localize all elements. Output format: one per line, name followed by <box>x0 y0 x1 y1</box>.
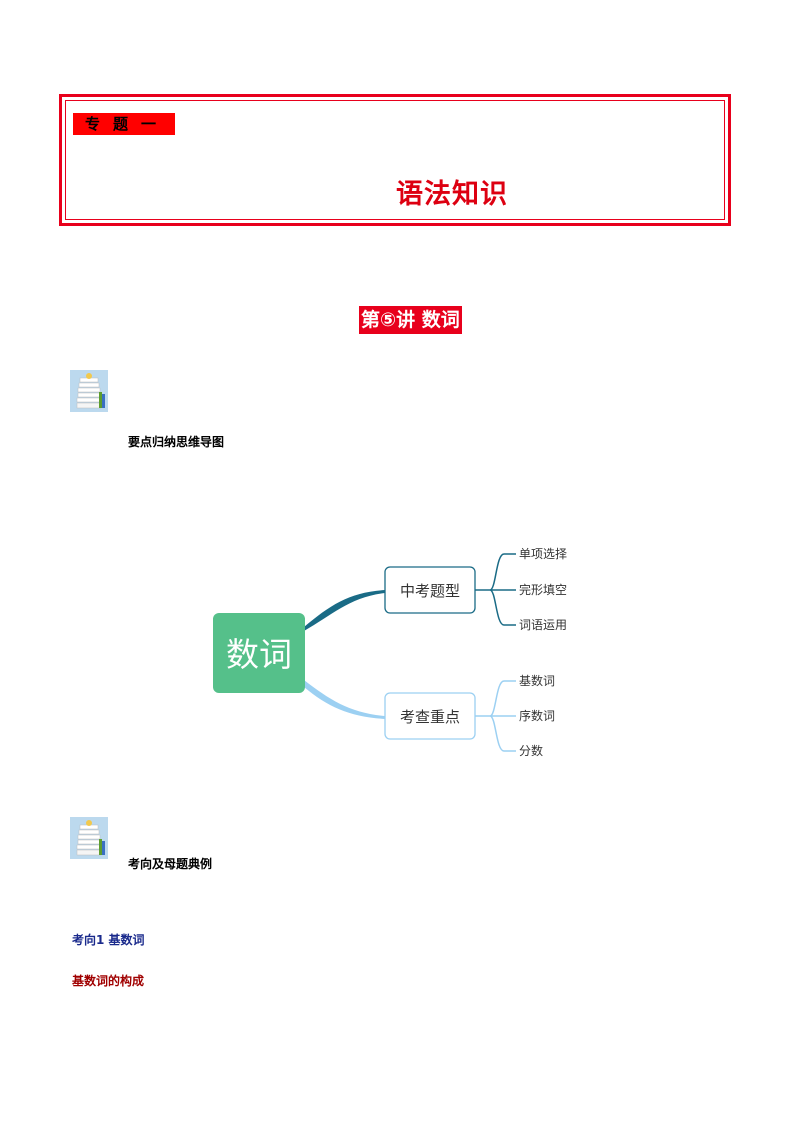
banner-title: 语法知识 <box>396 179 508 210</box>
branch-ribbon-1 <box>304 590 385 631</box>
examples-section-label: 考向及母题典例 <box>128 857 213 871</box>
mindmap-root-node <box>213 613 305 693</box>
mindmap-leaf: 单项选择 <box>519 547 567 561</box>
direction-heading: 考向1 基数词 <box>72 933 145 947</box>
branch-ribbon-2 <box>304 680 385 719</box>
books-icon <box>70 370 108 412</box>
mindmap-leaf: 基数词 <box>519 673 555 688</box>
topic-tag: 专题一 <box>73 113 175 135</box>
subheading: 基数词的构成 <box>72 974 145 988</box>
banner-inner-border <box>65 100 725 220</box>
books-icon <box>70 817 108 859</box>
mindmap-leaf: 词语运用 <box>519 618 567 632</box>
mindmap-leaf: 完形填空 <box>519 582 567 597</box>
branch-connectors-1 <box>475 553 516 626</box>
mindmap-root-label: 数词 <box>226 635 292 674</box>
lecture-title: 第⑤讲 数词 <box>359 306 462 334</box>
topic-banner <box>59 94 731 226</box>
mindmap-branch-label: 考查重点 <box>400 708 460 726</box>
mindmap-leaf: 分数 <box>519 743 543 758</box>
branch-connectors-2 <box>475 680 516 752</box>
mindmap: 数词 中考题型 单项选择 完形填空 词语运用 考查重点 基数词 序数词 分数 <box>213 547 567 758</box>
mindmap-branch-label: 中考题型 <box>400 582 460 600</box>
mindmap-leaf: 序数词 <box>519 708 555 723</box>
mindmap-section-label: 要点归纳思维导图 <box>128 435 225 449</box>
